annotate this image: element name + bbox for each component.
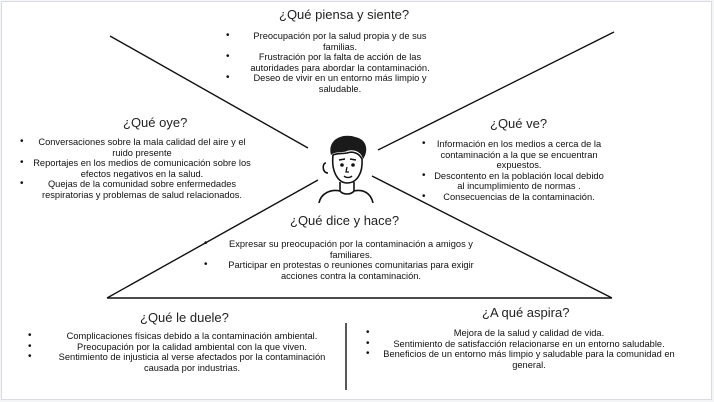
pains-title: ¿Qué le duele? [140,310,229,325]
list-item: Consecuencias de la contaminación. [420,192,604,203]
list-item: Beneficios de un entorno más limpio y sa… [364,349,680,370]
list-item: Frustración por la falta de acción de la… [224,52,442,73]
diagonal-bottom-right [371,175,613,299]
list-item: Participar en protestas o reuniones comu… [202,260,486,281]
hears-title: ¿Qué oye? [123,115,188,130]
thinks-feels-list: Preocupación por la salud propia y de su… [224,31,442,95]
gains-list: Mejora de la salud y calidad de vida. Se… [364,328,680,370]
list-item: Mejora de la salud y calidad de vida. [364,328,680,339]
list-item: Expresar su preocupación por la contamin… [202,239,486,260]
hears-list: Conversaciones sobre la mala calidad del… [18,137,252,201]
list-item: Reportajes en los medios de comunicación… [18,158,252,179]
diagonal-top-left [109,35,309,149]
diagonal-top-right [377,31,615,151]
list-item: Sentimiento de satisfacción relacionarse… [364,339,680,350]
says-does-list: Expresar su preocupación por la contamin… [202,239,486,281]
says-does-title: ¿Qué dice y hace? [290,213,400,228]
list-item: Sentimiento de injusticia al verse afect… [26,352,344,373]
gains-title: ¿A qué aspira? [482,305,570,320]
list-item: Preocupación por la calidad ambiental co… [26,342,344,353]
pains-list: Complicaciones físicas debido a la conta… [26,331,344,373]
list-item: Conversaciones sobre la mala calidad del… [18,137,252,158]
thinks-feels-title: ¿Qué piensa y siente? [279,7,410,22]
sees-list: Información en los medios a cerca de la … [420,139,604,203]
list-item: Deseo de vivir en un entorno más limpio … [224,73,442,94]
list-item: Preocupación por la salud propia y de su… [224,31,442,52]
list-item: Quejas de la comunidad sobre enfermedade… [18,179,252,200]
list-item: Información en los medios a cerca de la … [420,139,604,171]
person-avatar-icon [318,135,374,203]
sees-title: ¿Qué ve? [490,116,548,131]
list-item: Descontento en la población local debido… [420,171,604,192]
list-item: Complicaciones físicas debido a la conta… [26,331,344,342]
